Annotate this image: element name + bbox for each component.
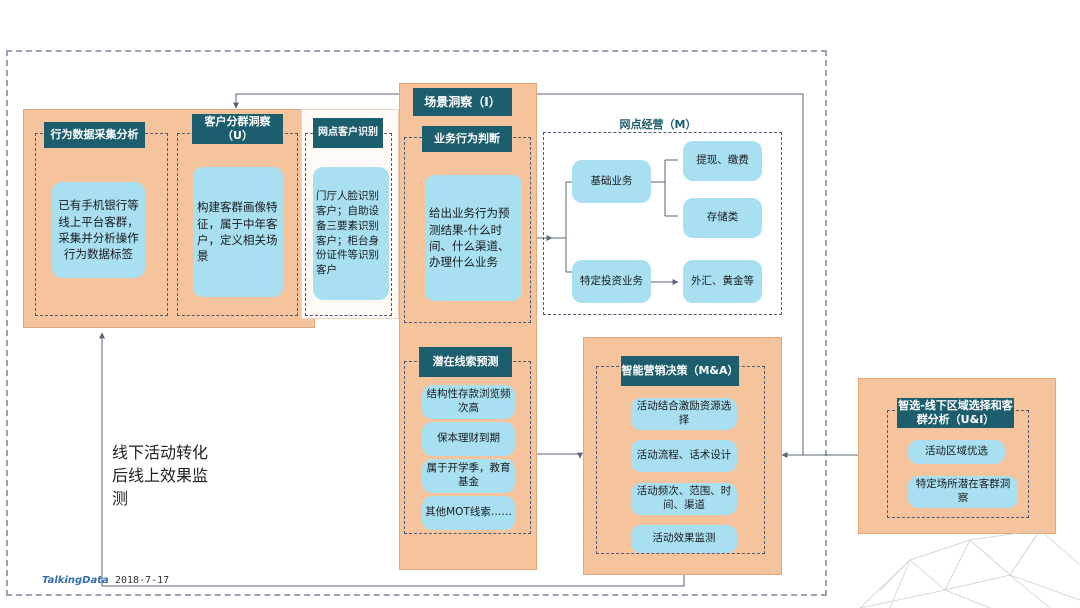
branch-ops-invest: 特定投资业务 bbox=[572, 260, 651, 303]
scene-to-right-line bbox=[537, 93, 804, 455]
branch-ops-basic-item: 存储类 bbox=[683, 198, 762, 238]
branch-ops-basic-item: 提现、缴费 bbox=[683, 141, 762, 181]
behavior-title: 行为数据采集分析 bbox=[44, 122, 145, 148]
branch-ops-invest-item: 外汇、黄金等 bbox=[683, 260, 762, 303]
ops-tree-basic bbox=[651, 159, 678, 217]
behavior-desc: 已有手机银行等线上平台客群，采集并分析操作行为数据标签 bbox=[52, 182, 145, 278]
branch-ops-dashed-box bbox=[543, 132, 782, 315]
footer-logo: TalkingData bbox=[42, 575, 109, 586]
scene-behavior-title: 业务行为判断 bbox=[422, 126, 512, 152]
footer-date: 2018-7-17 bbox=[115, 575, 170, 586]
leads-title: 潜在线索预测 bbox=[419, 347, 512, 377]
smart-select-title: 智选-线下区域选择和客群分析（U&I） bbox=[897, 398, 1014, 428]
branch-id-title: 网点客户识别 bbox=[313, 118, 383, 148]
branch-ops-title: 网点经营（M） bbox=[619, 118, 697, 131]
scene-behavior-desc: 给出业务行为预测结果-什么时间、什么渠道、办理什么业务 bbox=[425, 175, 522, 301]
marketing-item: 活动结合激励资源选择 bbox=[631, 398, 737, 430]
branch-id-desc: 门厅人脸识别客户；自助设备三要素识别客户；柜台身份证件等识别客户 bbox=[313, 167, 389, 300]
marketing-item: 活动流程、话术设计 bbox=[631, 440, 737, 472]
ops-tree-left bbox=[552, 181, 572, 273]
feedback-text: 线下活动转化后线上效果监测 bbox=[112, 443, 209, 509]
scene-title: 场景洞察（I） bbox=[413, 88, 512, 116]
scene-to-segmentation-arrow bbox=[233, 93, 400, 109]
leads-to-marketing-arrow bbox=[532, 452, 583, 459]
smart-select-item: 活动区域优选 bbox=[908, 440, 1005, 464]
smart-select-item: 特定场所潜在客群洞察 bbox=[908, 476, 1018, 508]
diagram-frame bbox=[6, 50, 827, 596]
marketing-item: 活动效果监测 bbox=[631, 525, 737, 553]
marketing-title: 智能营销决策（M&A） bbox=[621, 356, 739, 386]
leads-item: 结构性存款浏览频次高 bbox=[422, 385, 515, 419]
segmentation-title: 客户分群洞察（U） bbox=[192, 114, 283, 144]
leads-item: 其他MOT线索…… bbox=[422, 496, 515, 530]
leads-item: 属于开学季，教育基金 bbox=[422, 459, 515, 493]
branch-ops-basic: 基础业务 bbox=[572, 160, 651, 203]
leads-item: 保本理财到期 bbox=[422, 422, 515, 456]
decorative-mesh bbox=[859, 529, 1080, 608]
marketing-item: 活动频次、范围、时间、渠道 bbox=[631, 483, 737, 515]
segmentation-desc: 构建客群画像特征，属于中年客户，定义相关场景 bbox=[193, 167, 283, 297]
